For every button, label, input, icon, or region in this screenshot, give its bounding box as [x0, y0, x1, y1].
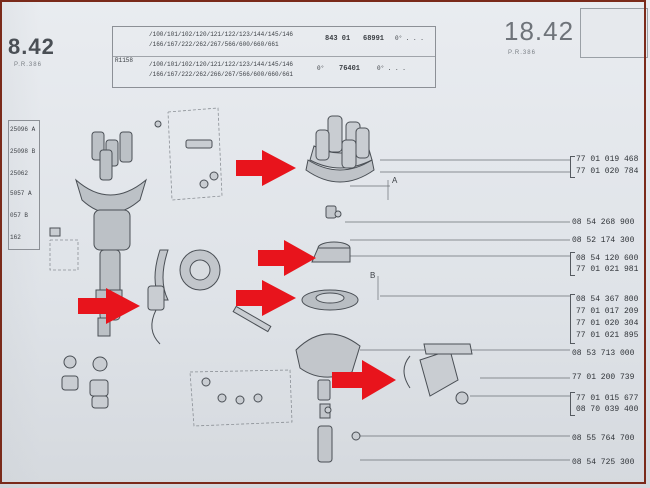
page-number-left: 8.42 — [8, 34, 55, 59]
red-arrow-rotor — [258, 240, 316, 276]
distributor-cap — [305, 115, 375, 183]
part-number: 77 01 020 784 — [576, 167, 639, 176]
bracket — [570, 392, 575, 416]
page-sub-left: P.R.386 — [14, 62, 42, 68]
left-label: 057 B — [10, 212, 29, 219]
header-prefix-2: R1158 — [115, 57, 134, 64]
arrow-plate — [236, 280, 296, 316]
part-number: 77 01 200 739 — [572, 373, 635, 382]
part-number: 08 54 268 900 — [572, 218, 635, 227]
left-label: 162 — [10, 234, 21, 241]
red-arrow-condenser — [78, 288, 140, 324]
arrow-condenser — [78, 288, 140, 324]
page-sub-right: P.R.386 — [508, 50, 536, 56]
header-code-1: 843 01 — [325, 35, 351, 43]
arrow-points — [332, 360, 396, 400]
part-number: 77 01 015 677 — [576, 394, 639, 403]
header-models-2b: /166/167/222/262/266/267/566/600/660/661 — [149, 71, 294, 78]
callout-b: B — [370, 271, 375, 280]
header-models-1b: /166/167/222/262/267/566/600/660/661 — [149, 41, 279, 48]
arrow-rotor — [258, 240, 316, 276]
header-ref-2: 76401 — [339, 65, 361, 73]
part-number: 77 01 020 304 — [576, 319, 639, 328]
small-parts — [49, 120, 361, 441]
part-number: 08 54 120 600 — [576, 254, 639, 263]
bracket — [570, 294, 575, 344]
part-number: 08 54 367 800 — [576, 295, 639, 304]
distributor-body — [75, 131, 147, 337]
points-assembly — [295, 333, 361, 463]
page-number-right: 18.42 — [504, 16, 575, 46]
red-arrow-cap — [236, 150, 296, 186]
part-number: 08 53 713 000 — [572, 349, 635, 358]
red-arrow-plate — [236, 280, 296, 316]
header-models-1: /100/101/102/120/121/122/123/144/145/146 — [149, 31, 294, 38]
header-ref-1: 68991 — [363, 35, 385, 43]
applicability-header: /100/101/102/120/121/122/123/144/145/146… — [112, 26, 436, 88]
part-number: 08 52 174 300 — [572, 236, 635, 245]
part-number: 08 55 764 700 — [572, 434, 635, 443]
contact-breaker — [403, 343, 473, 405]
part-number: 77 01 021 981 — [576, 265, 639, 274]
part-number: 77 01 021 895 — [576, 331, 639, 340]
left-label: 25096 A — [10, 126, 36, 133]
header-tail-2: 0° . . . — [377, 65, 406, 72]
part-number: 08 54 725 300 — [572, 458, 635, 467]
rotor — [311, 205, 351, 263]
left-label-box — [8, 120, 40, 250]
header-code-2: 0° — [317, 65, 325, 72]
left-label: 5057 A — [10, 190, 32, 197]
bracket — [570, 156, 575, 178]
callout-a: A — [392, 176, 398, 185]
header-models-2: /100/101/102/120/121/122/123/144/145/146 — [149, 61, 294, 68]
thumbnail-box — [580, 8, 648, 58]
part-number: 08 70 039 400 — [576, 405, 639, 414]
part-number: 77 01 017 209 — [576, 307, 639, 316]
arrow-cap — [236, 150, 296, 186]
page-shadow — [0, 0, 40, 488]
left-label: 25098 B — [10, 148, 36, 155]
left-label: 25062 — [10, 170, 29, 177]
red-arrow-points — [332, 360, 396, 400]
condenser — [147, 285, 165, 345]
breaker-plate — [301, 289, 359, 311]
header-tail-1: 0° . . . — [395, 35, 424, 42]
part-number: 77 01 019 468 — [576, 155, 639, 164]
bracket — [570, 252, 575, 276]
